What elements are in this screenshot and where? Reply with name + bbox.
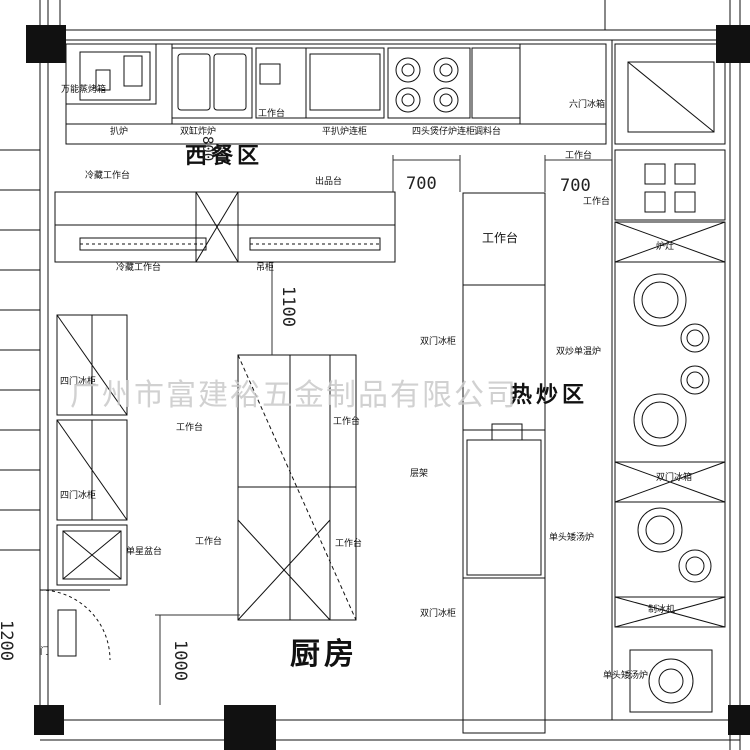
label-pass-shelf: 出品台 [315,177,343,187]
label-fridge-text: 双门冰箱 [656,473,693,483]
label-right-hood: 炉灶 [656,242,675,252]
label-worktable-1: 工作台 [482,231,519,245]
label-bottom-stove: 单头矮汤炉 [603,671,649,681]
label-kitchen: 厨房 [290,637,358,672]
dimension-800: 800 [199,136,215,162]
pass-table-lower [462,577,546,734]
label-salamander: 扒炉 [110,127,129,137]
label-fryer: 双缸炸炉 [180,127,217,137]
label-right-stock: 单头矮汤炉 [549,533,595,543]
label-dish: 调料台 [474,127,502,137]
label-right-wok: 双炒单温炉 [556,347,602,357]
watermark: 广州市富建裕五金制品有限公司 [70,378,518,413]
label-workbench-1: 工作台 [333,417,361,427]
label-center-table-1: 工作台 [176,423,204,433]
label-dbl-door-1: 双门冰柜 [420,337,457,347]
label-wall-shelf: 吊柜 [256,263,275,273]
label-hot-zone: 西餐区 [185,144,264,169]
label-ice: 制冰机 [648,605,676,615]
label-dbl-door-2: 双门冰柜 [420,609,457,619]
label-worktable-top: 工作台 [258,109,286,119]
long-worktable [54,191,396,263]
label-ref-table: 冷藏工作台 [85,171,131,181]
right-wok-range [614,261,726,463]
label-upright-1: 六门冰箱 [569,100,606,110]
right-steamer [614,43,726,145]
label-grill: 平扒炉连柜 [322,127,368,137]
label-right-small-2: 工作台 [583,197,611,207]
label-center-table-2: 工作台 [195,537,223,547]
left-stairs [0,189,40,551]
label-wok-zone: 热炒区 [510,383,589,408]
bottom-stove [629,649,713,713]
sink-unit [56,524,128,586]
label-workbench-2: 工作台 [335,539,363,549]
label-steamer: 万能蒸烤箱 [61,85,107,95]
dimension-1200: 1200 [0,620,16,661]
dimension-1100: 1100 [278,286,298,327]
dimension-700-a: 700 [406,174,437,194]
label-shelf-left-mid: 四门冰柜 [60,491,97,501]
dimension-1000: 1000 [170,640,190,681]
label-entry: 门 [40,647,50,657]
label-shelf-left-top: 四门冰柜 [60,377,97,387]
dimension-700-b: 700 [560,176,591,196]
label-sink: 单星盆台 [126,547,163,557]
label-range: 四头煲仔炉连柜 [412,127,476,137]
label-upright-2: 层架 [410,469,429,479]
right-fryer [614,149,726,221]
dimension-lines [155,155,612,705]
label-ref-table-2: 冷藏工作台 [116,263,162,273]
label-right-small: 工作台 [565,151,593,161]
